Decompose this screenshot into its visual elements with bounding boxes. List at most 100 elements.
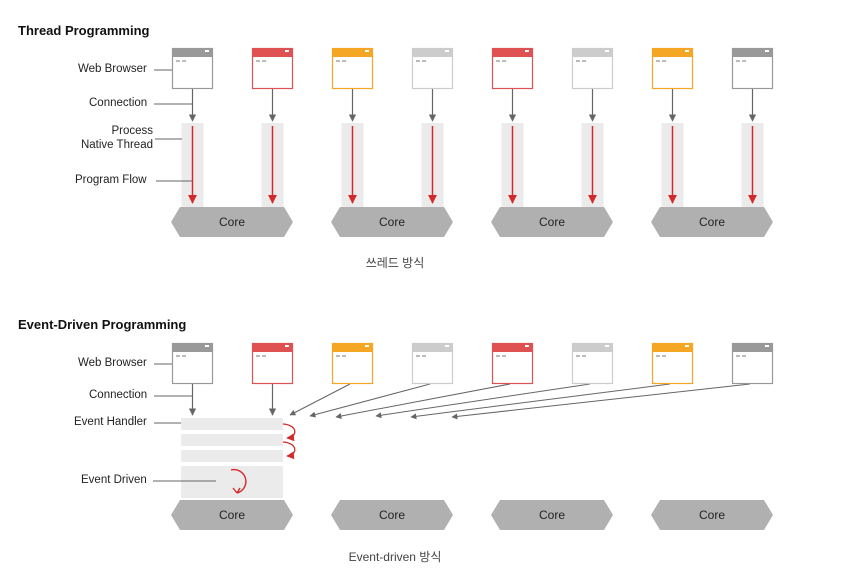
browser-title-bar (412, 343, 453, 352)
thread-browser-icon (171, 47, 214, 90)
browser-button (285, 345, 289, 347)
browser-title-bar (492, 343, 533, 352)
thread-label-connection: Connection (89, 97, 148, 109)
browser-dot (256, 60, 260, 62)
event-browser-icon (651, 342, 694, 385)
thread-core: Core (331, 207, 453, 237)
thread-core: Core (651, 207, 773, 237)
browser-title-bar (732, 343, 773, 352)
browser-button (605, 50, 609, 52)
event-queue-bar (181, 418, 283, 430)
browser-button (765, 345, 769, 347)
browser-button (605, 345, 609, 347)
browser-dot (336, 355, 340, 357)
browser-dot (576, 60, 580, 62)
event-browser-icon (331, 342, 374, 385)
thread-label-web-browser: Web Browser (78, 63, 147, 75)
browser-button (445, 50, 449, 52)
browser-dot (422, 355, 426, 357)
thread-browser-icon (331, 47, 374, 90)
core-shape (331, 207, 453, 237)
browser-dot (182, 355, 186, 357)
browser-dot (262, 60, 266, 62)
browser-title-bar (572, 343, 613, 352)
core-label: Core (219, 508, 245, 522)
browser-button (365, 50, 369, 52)
browser-dot (582, 355, 586, 357)
browser-dot (662, 60, 666, 62)
event-core: Core (651, 500, 773, 530)
browser-title-bar (332, 343, 373, 352)
event-section-title: Event-Driven Programming (18, 317, 187, 332)
browser-dot (496, 355, 500, 357)
thread-browser-icon (731, 47, 774, 90)
event-label-event-handler: Event Handler (74, 416, 147, 428)
event-core: Core (171, 500, 293, 530)
core-shape (171, 500, 293, 530)
browser-button (445, 345, 449, 347)
core-shape (491, 207, 613, 237)
browser-title-bar (332, 48, 373, 57)
browser-dot (422, 60, 426, 62)
thread-browser-icon (251, 47, 294, 90)
core-shape (331, 500, 453, 530)
browser-dot (342, 355, 346, 357)
connection-arrow (309, 383, 431, 418)
browser-dot (576, 355, 580, 357)
thread-core: Core (491, 207, 613, 237)
browser-dot (182, 60, 186, 62)
thread-label-program-flow: Program Flow (75, 174, 147, 186)
browser-dot (736, 355, 740, 357)
event-label-event-driven: Event Driven (81, 474, 147, 486)
browser-title-bar (252, 48, 293, 57)
browser-button (685, 50, 689, 52)
connection-arrow (335, 383, 511, 419)
browser-dot (496, 60, 500, 62)
core-shape (651, 500, 773, 530)
event-label-connection: Connection (89, 389, 148, 401)
event-callback-arrow (282, 441, 296, 460)
thread-browser-icon (571, 47, 614, 90)
browser-dot (582, 60, 586, 62)
browser-title-bar (412, 48, 453, 57)
event-queue-bar (181, 450, 283, 462)
browser-dot (742, 355, 746, 357)
browser-dot (416, 355, 420, 357)
event-browser-icon (731, 342, 774, 385)
browser-title-bar (172, 48, 213, 57)
browser-button (365, 345, 369, 347)
browser-title-bar (732, 48, 773, 57)
event-browser-icon (171, 342, 214, 385)
browser-dot (176, 355, 180, 357)
event-browser-icon (411, 342, 454, 385)
browser-dot (656, 60, 660, 62)
browser-dot (176, 60, 180, 62)
browser-dot (662, 355, 666, 357)
core-label: Core (219, 215, 245, 229)
core-label: Core (539, 508, 565, 522)
core-label: Core (539, 215, 565, 229)
thread-browser-icon (651, 47, 694, 90)
browser-button (525, 50, 529, 52)
event-browser-icon (491, 342, 534, 385)
connection-arrow (410, 383, 671, 420)
browser-button (765, 50, 769, 52)
browser-dot (416, 60, 420, 62)
browser-title-bar (252, 343, 293, 352)
event-queue-bar (181, 434, 283, 446)
browser-title-bar (652, 48, 693, 57)
thread-core: Core (171, 207, 293, 237)
browser-dot (736, 60, 740, 62)
browser-dot (656, 355, 660, 357)
event-browser-icon (251, 342, 294, 385)
browser-button (285, 50, 289, 52)
browser-title-bar (172, 343, 213, 352)
connection-arrow (451, 383, 751, 420)
event-browser-icon (571, 342, 614, 385)
browser-dot (502, 355, 506, 357)
thread-label-native-thread: Native Thread (80, 139, 153, 151)
browser-title-bar (572, 48, 613, 57)
browser-button (205, 345, 209, 347)
browser-title-bar (492, 48, 533, 57)
connection-arrow (289, 383, 351, 416)
